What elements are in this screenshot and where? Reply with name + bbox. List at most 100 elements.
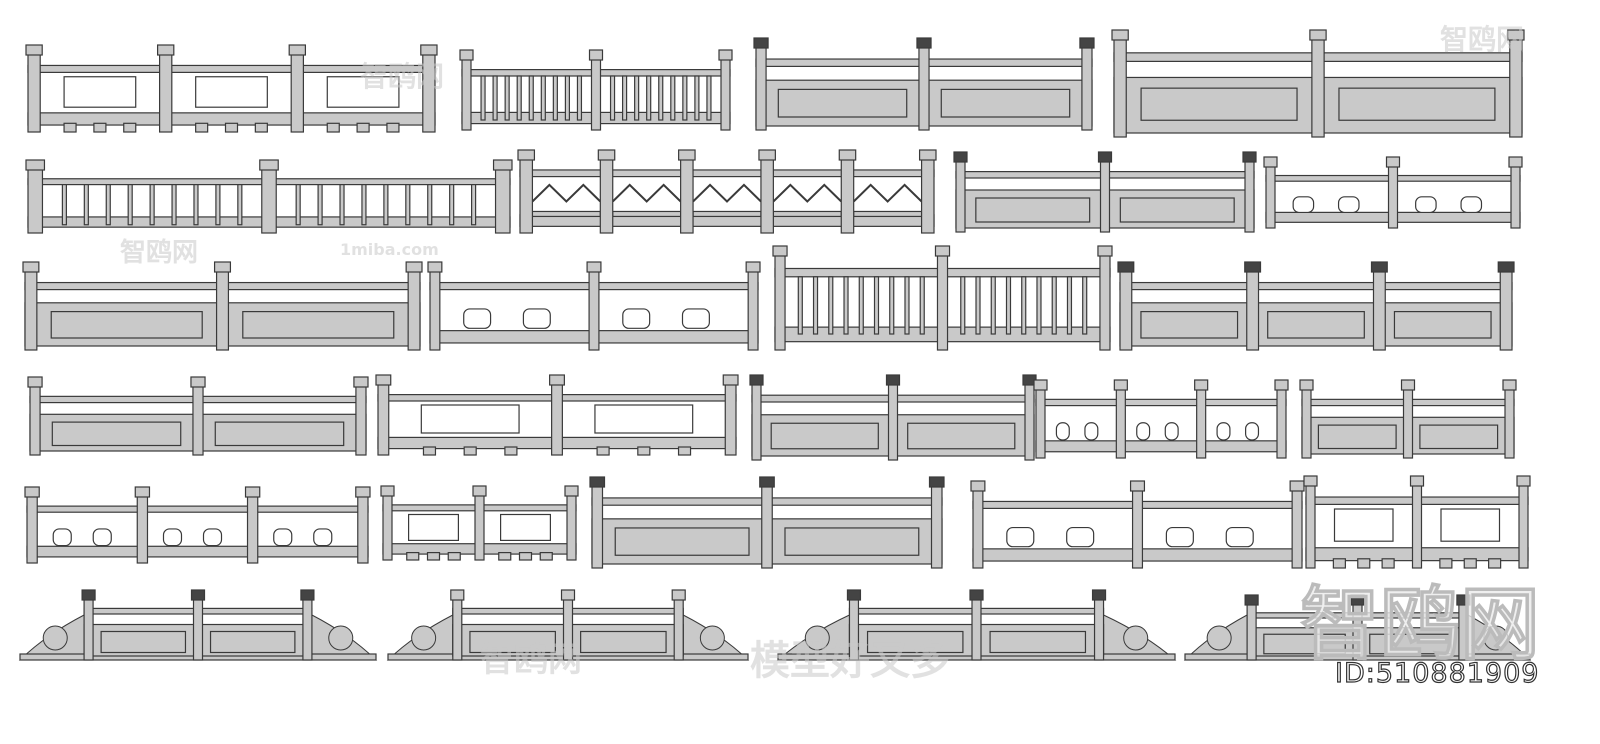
post-cap bbox=[517, 149, 536, 161]
baluster bbox=[471, 184, 477, 226]
inset-panel bbox=[777, 88, 908, 118]
railing-post bbox=[747, 269, 759, 351]
post-cap bbox=[1299, 379, 1314, 391]
stone-railing bbox=[970, 480, 1305, 569]
railing-post bbox=[357, 494, 369, 564]
stone-railing bbox=[1303, 475, 1531, 569]
inset-panel bbox=[1140, 311, 1239, 339]
baluster bbox=[1036, 276, 1042, 335]
railing-post bbox=[1372, 269, 1386, 351]
baluster bbox=[797, 276, 803, 335]
post-cap bbox=[564, 485, 579, 497]
post-cap bbox=[1194, 379, 1209, 391]
stone-railing bbox=[18, 589, 378, 661]
cutout-opening bbox=[63, 76, 137, 108]
foot-block bbox=[677, 446, 692, 456]
baluster bbox=[564, 75, 571, 121]
inset-panel bbox=[469, 630, 556, 654]
cutout-opening bbox=[500, 513, 552, 541]
railing-post bbox=[848, 597, 860, 661]
foot-block bbox=[1332, 558, 1346, 569]
railing-post bbox=[290, 52, 305, 133]
post-cap bbox=[1129, 480, 1146, 492]
stone-railing bbox=[772, 245, 1113, 351]
oval-opening bbox=[1216, 422, 1231, 441]
post-cap bbox=[1263, 156, 1278, 168]
baluster bbox=[1051, 276, 1057, 335]
post-cap bbox=[25, 44, 43, 56]
stone-railing bbox=[24, 486, 371, 564]
post-cap bbox=[405, 261, 423, 273]
post-cap bbox=[885, 374, 901, 386]
railing-post bbox=[215, 269, 230, 351]
post-cap bbox=[190, 589, 206, 601]
post-cap bbox=[259, 159, 279, 171]
post-cap bbox=[1502, 379, 1517, 391]
top-rail bbox=[519, 169, 935, 178]
oval-opening bbox=[1292, 196, 1315, 214]
foot-block bbox=[123, 122, 137, 133]
oval-opening bbox=[1460, 196, 1483, 214]
stone-railing bbox=[1117, 261, 1515, 351]
foot-block bbox=[463, 446, 477, 456]
rosette-carving bbox=[411, 625, 437, 651]
railing-post bbox=[1131, 488, 1144, 569]
cutout-opening bbox=[1440, 508, 1501, 542]
baluster bbox=[670, 75, 676, 121]
inset-panel bbox=[866, 630, 964, 654]
post-cap bbox=[492, 159, 513, 171]
post-cap bbox=[156, 44, 175, 56]
baluster bbox=[105, 184, 111, 226]
baluster bbox=[383, 184, 389, 226]
zigzag-pattern bbox=[692, 183, 762, 203]
baluster bbox=[492, 75, 498, 121]
post-cap bbox=[1370, 261, 1388, 273]
baluster bbox=[646, 75, 652, 121]
post-cap bbox=[597, 149, 616, 161]
post-cap bbox=[970, 480, 986, 492]
railing-post bbox=[29, 384, 41, 456]
railing-post bbox=[27, 52, 41, 133]
baluster bbox=[552, 75, 558, 121]
oval-opening bbox=[681, 308, 710, 329]
post-cap bbox=[671, 589, 686, 601]
baluster bbox=[1021, 276, 1027, 335]
post-cap bbox=[22, 261, 40, 273]
railing-post bbox=[1510, 164, 1521, 229]
railing-post bbox=[1352, 602, 1363, 661]
baluster bbox=[480, 75, 486, 121]
railing-post bbox=[494, 167, 511, 234]
post-cap bbox=[1117, 261, 1135, 273]
railing-post bbox=[1518, 483, 1529, 569]
cutout-opening bbox=[420, 404, 520, 434]
post-cap bbox=[1289, 480, 1305, 492]
railing-post bbox=[971, 597, 982, 661]
baluster bbox=[317, 184, 323, 226]
stone-railing bbox=[1111, 29, 1525, 138]
railing-post bbox=[1411, 483, 1423, 569]
oval-opening bbox=[463, 308, 492, 329]
railing-post bbox=[355, 384, 367, 456]
inset-panel bbox=[580, 630, 667, 654]
railing-post bbox=[26, 494, 38, 564]
foot-block bbox=[254, 122, 268, 133]
post-cap bbox=[678, 149, 696, 161]
railing-post bbox=[1119, 269, 1133, 351]
post-cap bbox=[1303, 475, 1318, 487]
post-cap bbox=[472, 485, 487, 497]
railing-post bbox=[1035, 387, 1046, 459]
railing-post bbox=[302, 597, 313, 661]
railing-post bbox=[192, 597, 204, 661]
foot-block bbox=[224, 122, 239, 133]
railing-post bbox=[1093, 597, 1105, 661]
oval-opening bbox=[1245, 422, 1260, 441]
stone-railing bbox=[427, 261, 761, 351]
model-id-label: ID:510881909 bbox=[1334, 657, 1540, 689]
baluster bbox=[427, 184, 433, 226]
post-cap bbox=[589, 476, 606, 488]
railing-post bbox=[551, 382, 563, 456]
railing-post bbox=[1291, 488, 1303, 569]
railing-post bbox=[887, 382, 899, 461]
railing-post bbox=[1244, 159, 1255, 233]
